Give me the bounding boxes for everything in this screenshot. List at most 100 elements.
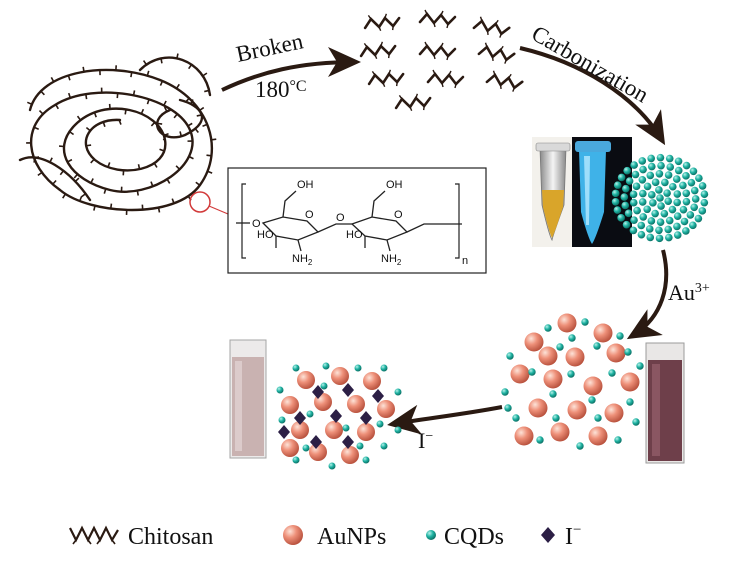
cqd-dot bbox=[655, 186, 663, 194]
cqd-dot bbox=[638, 157, 647, 165]
cqd-dot bbox=[682, 172, 690, 180]
cqd-dot bbox=[549, 390, 557, 398]
side-group bbox=[150, 121, 156, 127]
cqd-dot bbox=[306, 410, 314, 418]
cqd-dot bbox=[655, 226, 663, 235]
side-group bbox=[33, 157, 36, 163]
side-group bbox=[118, 119, 122, 125]
side-group bbox=[162, 135, 167, 141]
cqd-dot bbox=[320, 382, 328, 390]
cqd-dot bbox=[617, 214, 625, 222]
cqd-dot bbox=[657, 202, 665, 210]
chitosan-fragment bbox=[485, 70, 524, 92]
side-group bbox=[74, 177, 80, 183]
structure-nh2-1: NH2 bbox=[292, 253, 313, 267]
cqd-dot bbox=[647, 154, 655, 163]
cqd-dot bbox=[588, 396, 596, 404]
cqd-dot bbox=[638, 175, 647, 184]
aunp-particle bbox=[325, 421, 343, 439]
side-group bbox=[82, 66, 85, 72]
aunp-particle bbox=[297, 371, 315, 389]
cqd-dot bbox=[686, 211, 695, 219]
cqd-dot bbox=[666, 163, 675, 171]
aunp-particle bbox=[604, 403, 624, 423]
cqd-dot bbox=[655, 234, 664, 243]
side-group bbox=[136, 190, 139, 196]
cqd-dot bbox=[593, 342, 601, 350]
cqd-dot bbox=[638, 198, 647, 206]
cqd-dot bbox=[629, 190, 638, 199]
cqd-dot bbox=[636, 362, 644, 370]
side-group bbox=[211, 138, 217, 141]
cqd-dot bbox=[656, 153, 665, 162]
cqd-dot bbox=[356, 442, 364, 450]
side-group bbox=[204, 89, 210, 93]
cqd-dot bbox=[639, 213, 648, 221]
side-group bbox=[142, 60, 148, 66]
iodide-diamond bbox=[278, 425, 290, 439]
side-group bbox=[175, 165, 181, 170]
side-group bbox=[81, 193, 87, 198]
side-group bbox=[207, 170, 213, 174]
side-group bbox=[62, 193, 67, 199]
side-group bbox=[73, 173, 79, 179]
structure-oh-1: OH bbox=[297, 179, 314, 191]
cqd-dot bbox=[512, 414, 520, 422]
cqd-dot bbox=[626, 398, 634, 406]
aunp-particle bbox=[347, 395, 365, 413]
label-broken: Broken bbox=[234, 28, 306, 67]
chitosan-fragment bbox=[367, 69, 405, 88]
side-group bbox=[76, 115, 82, 121]
cqd-dot bbox=[700, 190, 709, 198]
cqd-dot bbox=[616, 332, 624, 340]
cqd-dot bbox=[611, 189, 620, 198]
yellow-solution bbox=[542, 190, 564, 238]
aunp-particle bbox=[514, 426, 534, 446]
side-group bbox=[159, 80, 164, 86]
cqd-dot bbox=[674, 157, 683, 166]
cqd-dot bbox=[665, 233, 673, 242]
cqd-dot bbox=[657, 161, 665, 170]
cqd-dot bbox=[646, 171, 655, 180]
side-group bbox=[90, 178, 94, 184]
side-group bbox=[107, 162, 111, 168]
cqd-dot bbox=[679, 181, 687, 190]
side-group bbox=[102, 121, 106, 127]
cqd-dot bbox=[673, 198, 681, 207]
cqd-dot bbox=[354, 364, 362, 372]
aunp-particle bbox=[593, 323, 613, 343]
label-iodide: I− bbox=[418, 428, 433, 453]
cqd-dot bbox=[624, 209, 633, 218]
side-group bbox=[146, 70, 150, 76]
cqd-dot bbox=[380, 442, 388, 450]
cqd-dot bbox=[679, 205, 688, 214]
cqd-dot bbox=[394, 388, 402, 396]
cqd-dot bbox=[528, 368, 536, 376]
side-group bbox=[38, 109, 44, 115]
side-group bbox=[206, 154, 212, 157]
cqd-dot bbox=[673, 231, 682, 239]
aunp-particle bbox=[606, 343, 626, 363]
aunp-particle bbox=[565, 347, 585, 367]
cqd-dot bbox=[608, 369, 616, 377]
cqd-dot bbox=[690, 186, 699, 195]
structure-ho-1: HO bbox=[257, 229, 274, 241]
cqd-dot bbox=[622, 184, 630, 193]
structure-ring-o-1: O bbox=[305, 209, 314, 221]
cqd-dot bbox=[663, 189, 671, 197]
cqd-dot bbox=[629, 226, 638, 235]
cqd-dot bbox=[664, 225, 673, 234]
side-group bbox=[179, 131, 183, 137]
cqd-dot bbox=[622, 220, 631, 229]
cqd-dot bbox=[645, 225, 654, 233]
tube-photo-pair bbox=[532, 137, 632, 247]
cqd-dot bbox=[700, 198, 709, 207]
side-group bbox=[176, 53, 179, 59]
side-group bbox=[109, 203, 113, 209]
side-group bbox=[146, 99, 150, 105]
aunp-particle bbox=[363, 372, 381, 390]
aunp-particle bbox=[331, 367, 349, 385]
aunp-particle bbox=[341, 446, 359, 464]
iodide-diamond bbox=[342, 435, 354, 449]
side-group bbox=[86, 144, 92, 147]
